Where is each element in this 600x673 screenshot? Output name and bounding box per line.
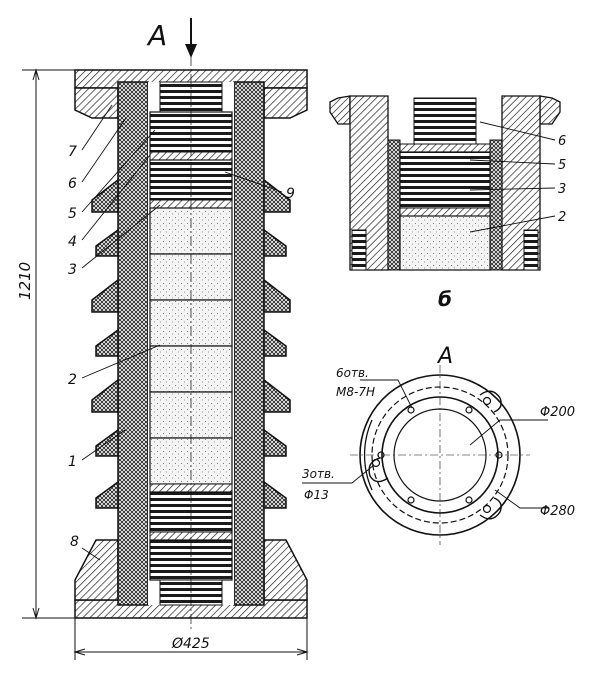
- view-arrow-label: A: [146, 19, 167, 52]
- callout-5: 5: [68, 206, 77, 222]
- holes-threaded-count: 6отв.: [336, 366, 369, 380]
- width-dimension: [73, 618, 309, 660]
- detail-leaders: [469, 121, 556, 233]
- detail-caption: б: [438, 287, 452, 311]
- detail-section: [329, 95, 561, 271]
- holes-threaded-spec: М8-7Н: [336, 385, 375, 399]
- main-callouts: 7 6 5 4 3 2 1 8 9: [68, 144, 295, 550]
- callout-7: 7: [68, 144, 77, 160]
- flange-d280: Φ280: [540, 504, 575, 519]
- height-dimension-label: 1210: [16, 262, 34, 300]
- detail-callouts: 6 5 3 2: [558, 134, 566, 225]
- holes-plain-count: 3отв.: [302, 467, 335, 481]
- width-dimension-label: Ø425: [171, 636, 210, 652]
- callout-2: 2: [68, 372, 77, 388]
- callout-8: 8: [70, 534, 79, 550]
- flange-d200: Φ200: [540, 405, 575, 420]
- height-dimension: [22, 68, 80, 620]
- callout-6: 6: [68, 176, 77, 192]
- detail-callout-6: 6: [558, 134, 566, 149]
- main-leaders: [81, 104, 283, 561]
- detail-callout-3: 3: [558, 182, 566, 197]
- view-a: [302, 365, 548, 545]
- callout-1: 1: [68, 454, 77, 470]
- detail-callout-5: 5: [558, 158, 566, 173]
- callout-4: 4: [68, 234, 77, 250]
- view-a-title: A: [436, 344, 453, 369]
- callout-9: 9: [286, 186, 295, 202]
- main-section: [74, 18, 308, 630]
- callout-3: 3: [68, 262, 77, 278]
- detail-callout-2: 2: [558, 210, 566, 225]
- holes-plain-diameter: Φ13: [304, 488, 329, 502]
